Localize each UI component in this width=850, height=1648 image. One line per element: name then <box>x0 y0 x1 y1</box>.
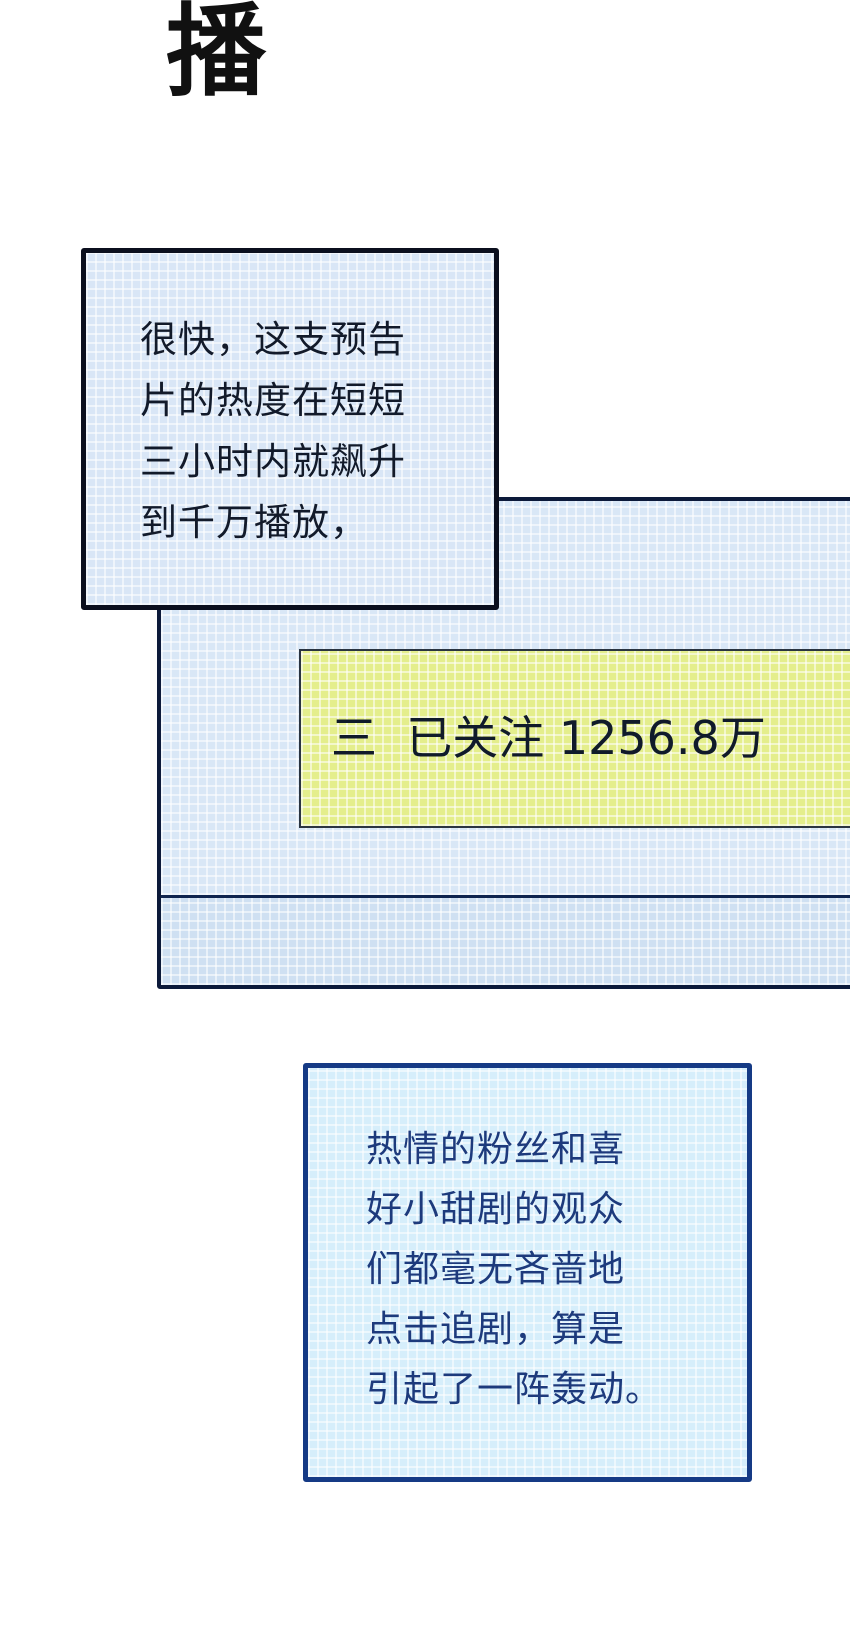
caption-line: 片的热度在短短 <box>140 379 406 422</box>
caption-box-bottom: 热情的粉丝和喜 好小甜剧的观众 们都毫无吝啬地 点击追剧，算是 引起了一阵轰动。 <box>303 1063 752 1482</box>
caption-line: 很快，这支预告 <box>140 318 406 361</box>
caption-line: 热情的粉丝和喜 <box>366 1129 626 1170</box>
caption-line: 们都毫无吝啬地 <box>366 1249 626 1290</box>
panel-bottom-strip <box>161 895 850 985</box>
caption-line: 好小甜剧的观众 <box>366 1189 626 1230</box>
caption-line: 点击追剧，算是 <box>366 1309 626 1350</box>
follow-count-text: 三 已关注 1256.8万 <box>331 711 766 765</box>
caption-line: 三小时内就飙升 <box>140 440 406 483</box>
caption-box-top: 很快，这支预告 片的热度在短短 三小时内就飙升 到千万播放， <box>81 248 499 610</box>
follow-count-bar: 三 已关注 1256.8万 <box>299 649 850 828</box>
heading-character: 播 <box>166 0 266 110</box>
caption-line: 引起了一阵轰动。 <box>366 1369 663 1410</box>
caption-line: 到千万播放， <box>140 501 368 544</box>
